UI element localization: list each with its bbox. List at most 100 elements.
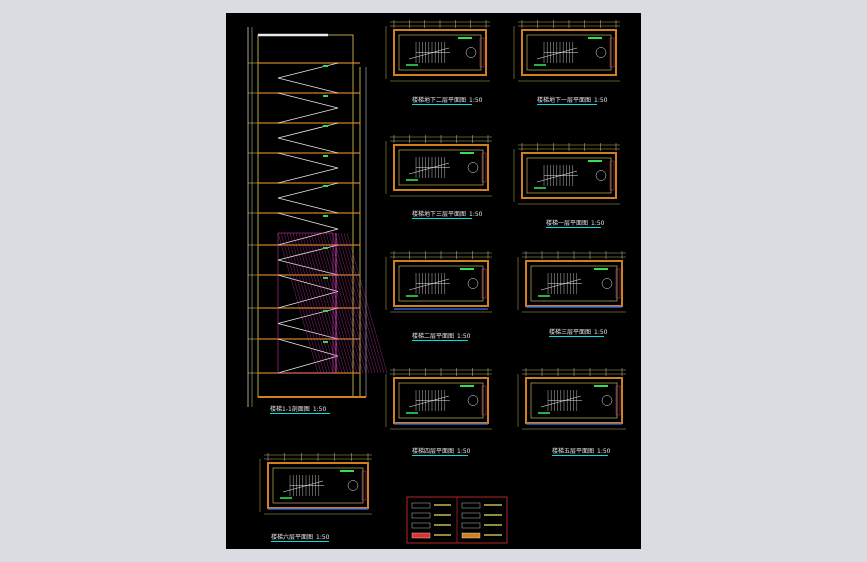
section-stair-flight <box>277 228 339 246</box>
section-title-underline <box>270 413 330 414</box>
section-hatch <box>325 232 367 374</box>
plan-f4-shaft <box>481 385 487 416</box>
plan-f1-arrow <box>536 170 578 183</box>
legend-swatch <box>411 512 431 519</box>
plan-b3-wall <box>393 144 489 191</box>
plan-f6-inner <box>272 467 364 504</box>
section-hatch <box>298 232 340 374</box>
section-outline <box>257 34 354 398</box>
plan-f4-wall <box>393 377 489 424</box>
section-hatch <box>316 232 358 374</box>
section-hatch <box>343 232 385 374</box>
section-hatch <box>280 232 322 374</box>
section-hatch <box>283 232 325 374</box>
plan-f2-door-swing <box>467 278 479 289</box>
section-stair-flight <box>277 212 339 230</box>
section-stair-flight <box>277 77 339 94</box>
section-stair-flight <box>277 167 339 184</box>
plan-b3-door-swing <box>467 162 479 173</box>
section-hatch <box>328 232 370 374</box>
plan-f6-arrow <box>282 480 324 493</box>
plan-f3-inner <box>530 265 618 302</box>
plan-underline-f1 <box>546 227 601 228</box>
plan-b1-inner <box>526 34 612 71</box>
plan-f1-wall <box>521 152 617 199</box>
section-stair-flight <box>277 338 339 357</box>
legend-swatch <box>461 522 481 529</box>
plan-b1-wall <box>521 29 617 76</box>
section-hatch <box>301 232 343 374</box>
plan-f3-door-swing <box>601 278 613 289</box>
plan-b2-door-swing <box>465 47 477 58</box>
section-stair-flight <box>277 307 339 324</box>
plan-f3-shaft <box>615 268 621 299</box>
legend-swatch <box>461 502 481 509</box>
plan-f6-shaft <box>361 470 367 501</box>
plan-b1-door-swing <box>595 47 607 58</box>
section-stair-flight <box>277 259 339 276</box>
plan-f6-wall <box>267 462 369 509</box>
section-hatch <box>331 232 373 374</box>
plan-f2-shaft <box>481 268 487 299</box>
section-stair-flight <box>277 244 339 261</box>
section-hatch <box>313 232 355 374</box>
section-hatch <box>277 232 319 374</box>
plan-f2-inner <box>398 265 484 302</box>
plan-f5-wall <box>525 377 623 424</box>
section-hatch <box>304 232 346 374</box>
section-hatch <box>292 232 334 374</box>
legend-swatch <box>461 532 481 539</box>
section-hatch <box>322 232 364 374</box>
section-stair-flight <box>277 291 339 309</box>
plan-underline-f2 <box>412 340 468 341</box>
plan-b3-shaft <box>481 152 487 183</box>
plan-b1-shaft <box>609 37 615 68</box>
section-stair-flight <box>277 137 339 154</box>
legend-swatch <box>411 502 431 509</box>
plan-b1-arrow <box>536 47 578 60</box>
section-hatch <box>337 232 379 374</box>
plan-b2-arrow <box>408 47 450 60</box>
plan-f5-door-swing <box>601 395 613 406</box>
section-hatch <box>295 232 337 374</box>
plan-underline-f6 <box>271 541 329 542</box>
plan-f6-door-swing <box>347 480 359 491</box>
cad-drawing <box>247 20 626 544</box>
section-stair-flight <box>277 122 339 139</box>
section-stair-flight <box>277 152 339 169</box>
plan-b2-wall <box>393 29 487 76</box>
plan-f2-wall <box>393 260 489 307</box>
section-hatch <box>334 232 376 374</box>
plan-underline-b1 <box>537 104 597 105</box>
plan-f4-arrow <box>408 395 450 408</box>
plan-f3-wall <box>525 260 623 307</box>
section-stair-flight <box>277 355 339 374</box>
plan-f2-arrow <box>408 278 450 291</box>
plan-underline-b3 <box>412 218 472 219</box>
plan-b2-inner <box>398 34 482 71</box>
section-hatch <box>319 232 361 374</box>
plan-f5-shaft <box>615 385 621 416</box>
section-hatch <box>286 232 328 374</box>
section-hatch <box>346 232 388 374</box>
plan-f3-arrow <box>540 278 582 291</box>
section-stair-flight <box>277 197 339 214</box>
plan-f5-inner <box>530 382 618 419</box>
section-hatch <box>289 232 331 374</box>
section-stair-flight <box>277 182 339 199</box>
plan-underline-f5 <box>552 455 608 456</box>
plan-underline-f4 <box>412 455 468 456</box>
section-hatch <box>307 232 349 374</box>
legend-swatch <box>411 522 431 529</box>
legend-swatch <box>411 532 431 539</box>
plan-b3-inner <box>398 149 484 186</box>
